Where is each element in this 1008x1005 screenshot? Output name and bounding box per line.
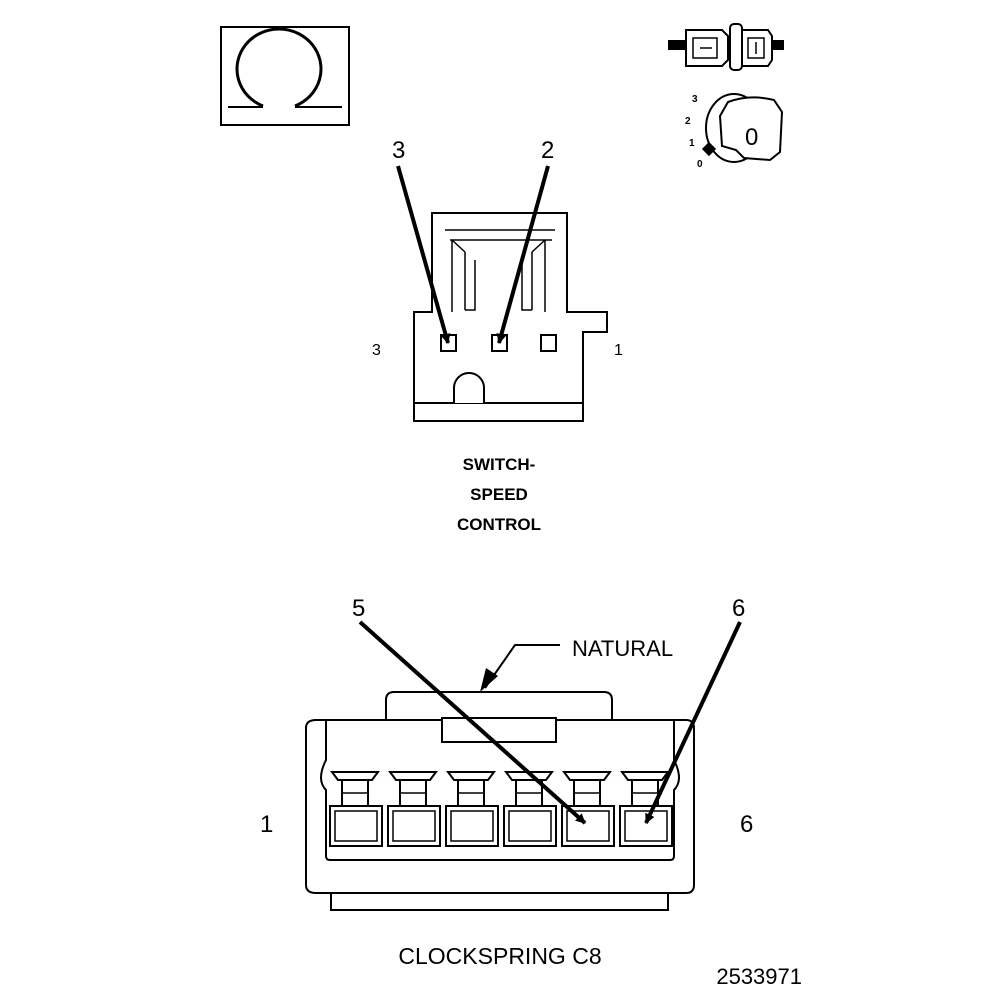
clockspring-c8-connector bbox=[305, 691, 695, 911]
ignition-position-label: 2 bbox=[685, 116, 691, 127]
color-leader-arrowhead bbox=[480, 668, 498, 692]
switch-speed-control-connector bbox=[413, 212, 608, 422]
connector-title: CLOCKSPRING C8 bbox=[398, 943, 601, 969]
connector-title-line: SPEED bbox=[470, 485, 528, 504]
clockspring-terminal bbox=[503, 771, 557, 847]
leader-arrow bbox=[358, 620, 587, 825]
clockspring-terminal bbox=[619, 771, 673, 847]
pin-end-label-right: 6 bbox=[740, 811, 753, 838]
pin-end-label-left: 1 bbox=[260, 811, 273, 838]
callout-label: 5 bbox=[352, 595, 365, 622]
switch-cavity-3 bbox=[440, 334, 457, 352]
switch-cavity-1 bbox=[540, 334, 557, 352]
ignition-key-label: 0 bbox=[745, 124, 758, 151]
ignition-key-icon: 3 2 1 0 0 bbox=[685, 93, 784, 170]
leader-arrow bbox=[496, 165, 550, 344]
clockspring-terminal bbox=[445, 771, 499, 847]
leader-arrow bbox=[644, 621, 742, 824]
clockspring-terminal bbox=[329, 771, 383, 847]
ignition-position-label: 3 bbox=[692, 94, 698, 105]
ignition-position-label: 1 bbox=[689, 138, 695, 149]
pin-end-label-left: 3 bbox=[372, 342, 381, 359]
ignition-position-label: 0 bbox=[697, 159, 703, 170]
figure-number: 2533971 bbox=[716, 964, 802, 989]
clockspring-terminals bbox=[329, 771, 673, 847]
connector-title-line: CONTROL bbox=[457, 515, 541, 534]
connector-title-line: SWITCH- bbox=[463, 455, 536, 474]
connector-color-label: NATURAL bbox=[572, 636, 673, 661]
ohm-meter-icon bbox=[220, 26, 350, 126]
callout-label: 2 bbox=[541, 137, 554, 164]
callout-label: 3 bbox=[392, 137, 405, 164]
clockspring-terminal bbox=[387, 771, 441, 847]
leader-arrow bbox=[396, 165, 451, 344]
color-leader-line bbox=[484, 644, 560, 689]
connector-disconnect-icon bbox=[668, 23, 784, 71]
callout-label: 6 bbox=[732, 595, 745, 622]
pin-end-label-right: 1 bbox=[614, 342, 623, 359]
